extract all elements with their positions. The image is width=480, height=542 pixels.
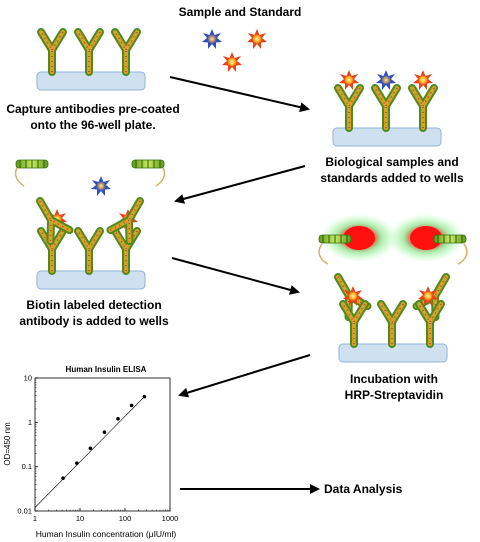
step1-caption-line: onto the 96-well plate. [30, 118, 156, 132]
capture-antibody [78, 231, 100, 271]
biotin-label-icon [318, 234, 352, 244]
x-tick-label: 1000 [162, 514, 179, 523]
fit-line [34, 396, 145, 508]
y-tick-label: 0.01 [17, 507, 32, 516]
step4-caption-line: HRP-Streptavidin [344, 388, 444, 402]
standard-antigen-icon [202, 29, 222, 49]
capture-antibody [412, 88, 434, 128]
capture-antibody [343, 304, 365, 344]
step1-caption: Capture antibodies pre-coated onto the 9… [0, 101, 186, 133]
biotin-label-icon [433, 234, 467, 244]
data-point [129, 403, 134, 408]
biotin-label-icon [15, 159, 49, 169]
step2-plate-group [332, 70, 442, 147]
y-axis-label: OD=450 nm [3, 422, 12, 466]
flow-arrow [174, 165, 306, 204]
flow-arrow [171, 257, 300, 295]
step1-plate-group [36, 32, 146, 91]
plot-frame [34, 377, 171, 512]
flow-arrow [178, 354, 311, 398]
capture-antibody [419, 304, 441, 344]
data-point [142, 394, 147, 399]
sample-standard-title: Sample and Standard [178, 5, 302, 19]
capture-antibody [41, 32, 63, 72]
step2-caption-line: standards added to wells [320, 171, 464, 185]
standard-curve-chart: Human Insulin ELISA 1 10 100 1000 10 1 0.1 0.01… [3, 365, 178, 539]
free-antigen-icon [91, 176, 111, 196]
step4-plate-group [318, 214, 468, 363]
flow-arrow [169, 76, 310, 113]
step2-caption-line: Biological samples and [325, 155, 459, 169]
data-point [102, 430, 107, 434]
biotin-label-icon [131, 159, 165, 169]
capture-antibody [115, 32, 137, 72]
x-tick-label: 1 [33, 514, 37, 523]
step4-caption-line: Incubation with [350, 372, 438, 386]
data-point [116, 417, 120, 421]
y-tick-label: 10 [24, 374, 32, 383]
step4-caption: Incubation with HRP-Streptavidin [320, 371, 468, 403]
data-analysis-label: Data Analysis [324, 482, 403, 496]
sample-antigen-icon [222, 52, 242, 72]
x-tick-label: 100 [119, 514, 132, 523]
capture-antibody [338, 88, 360, 128]
step2-caption: Biological samples and standards added t… [307, 154, 477, 186]
x-axis-label: Human Insulin concentration (μIU/ml) [36, 529, 177, 539]
step3-caption: Biotin labeled detection antibody is add… [5, 297, 183, 329]
data-point [88, 446, 93, 451]
x-tick-label: 10 [76, 514, 84, 523]
step3-caption-line: antibody is added to wells [19, 314, 169, 328]
step3-plate-group [14, 159, 166, 290]
data-point [75, 461, 79, 465]
capture-antibody [381, 304, 403, 344]
capture-antibody [78, 32, 100, 72]
data-point [61, 476, 65, 480]
sample-antigen-icon [247, 29, 267, 49]
chart-title: Human Insulin ELISA [66, 365, 147, 374]
step3-caption-line: Biotin labeled detection [26, 298, 162, 312]
step1-caption-line: Capture antibodies pre-coated [6, 102, 180, 116]
y-tick-label: 1 [28, 418, 32, 427]
capture-antibody [375, 88, 397, 128]
y-tick-label: 0.1 [22, 462, 32, 471]
